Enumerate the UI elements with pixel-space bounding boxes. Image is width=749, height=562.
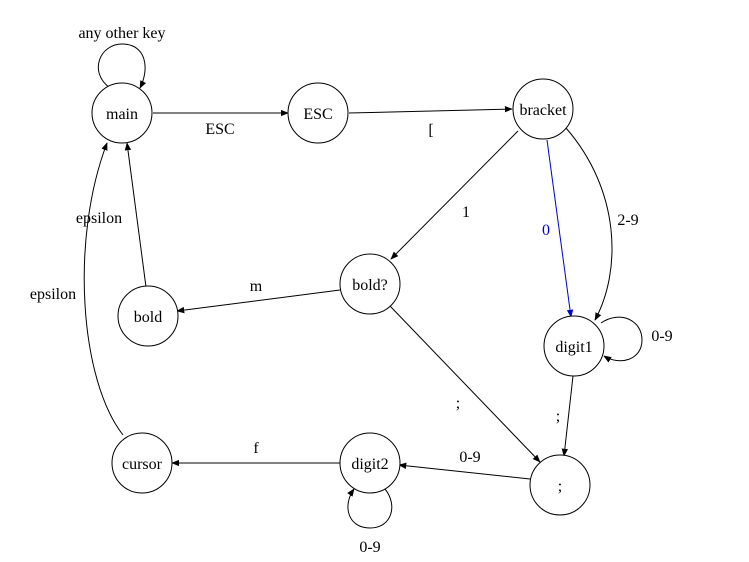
state-main: main bbox=[91, 82, 153, 144]
edge-bracket-digit1-0: 0 bbox=[542, 139, 574, 318]
state-label-digit2: digit2 bbox=[351, 456, 388, 473]
edge-bracket-digit1-29: 2-9 bbox=[565, 127, 639, 321]
edge-label-esc-bracket: [ bbox=[428, 122, 433, 139]
edge-cursor-main: epsilon bbox=[30, 142, 124, 436]
edge-digit2-cursor: f bbox=[171, 440, 340, 467]
state-label-bold: bold bbox=[134, 309, 162, 326]
edge-label-cursor-main: epsilon bbox=[30, 286, 76, 303]
state-digit2: digit2 bbox=[339, 432, 401, 494]
edge-label-digit2-loop: 0-9 bbox=[359, 539, 380, 556]
state-bracket: bracket bbox=[512, 78, 574, 140]
edge-label-bold-main: epsilon bbox=[76, 210, 122, 227]
state-label-semicolon: ; bbox=[558, 478, 562, 495]
state-bold-q: bold? bbox=[339, 253, 401, 315]
edge-digit2-loop: 0-9 bbox=[347, 488, 393, 556]
edge-boldq-semi: ; bbox=[389, 305, 541, 463]
edge-label-boldq-bold: m bbox=[250, 278, 263, 295]
state-label-bold-q: bold? bbox=[352, 277, 388, 294]
edge-bold-main: epsilon bbox=[76, 142, 147, 288]
edge-label-bracket-boldq: 1 bbox=[462, 204, 470, 221]
edge-label-digit1-loop: 0-9 bbox=[651, 328, 672, 345]
edge-bracket-boldq: 1 bbox=[390, 130, 519, 260]
state-semicolon: ; bbox=[529, 454, 591, 516]
state-label-esc: ESC bbox=[303, 106, 332, 123]
state-label-cursor: cursor bbox=[122, 456, 163, 473]
edge-semi-digit2: 0-9 bbox=[398, 449, 531, 480]
edge-main-esc: ESC bbox=[153, 109, 289, 138]
edge-label-main-loop: any other key bbox=[78, 25, 165, 42]
state-cursor: cursor bbox=[111, 432, 173, 494]
edge-label-main-esc: ESC bbox=[205, 121, 234, 138]
state-esc: ESC bbox=[287, 82, 349, 144]
edge-label-bracket-digit1-0: 0 bbox=[542, 222, 550, 239]
edge-label-digit2-cursor: f bbox=[253, 440, 259, 457]
edge-main-loop: any other key bbox=[78, 25, 166, 89]
state-label-bracket: bracket bbox=[519, 102, 567, 119]
state-bold: bold bbox=[117, 285, 179, 347]
edge-label-bracket-digit1-29: 2-9 bbox=[617, 212, 638, 229]
state-label-digit1: digit1 bbox=[555, 339, 592, 356]
state-digit1: digit1 bbox=[543, 315, 605, 377]
edge-label-digit1-semi: ; bbox=[556, 408, 560, 425]
state-label-main: main bbox=[106, 106, 138, 123]
edge-digit1-semi: ; bbox=[556, 375, 574, 457]
edge-esc-bracket: [ bbox=[348, 105, 513, 139]
edge-boldq-bold: m bbox=[176, 278, 341, 314]
edge-label-semi-digit2: 0-9 bbox=[459, 449, 480, 466]
edge-label-boldq-semi: ; bbox=[456, 395, 460, 412]
edge-digit1-loop: 0-9 bbox=[600, 316, 673, 363]
